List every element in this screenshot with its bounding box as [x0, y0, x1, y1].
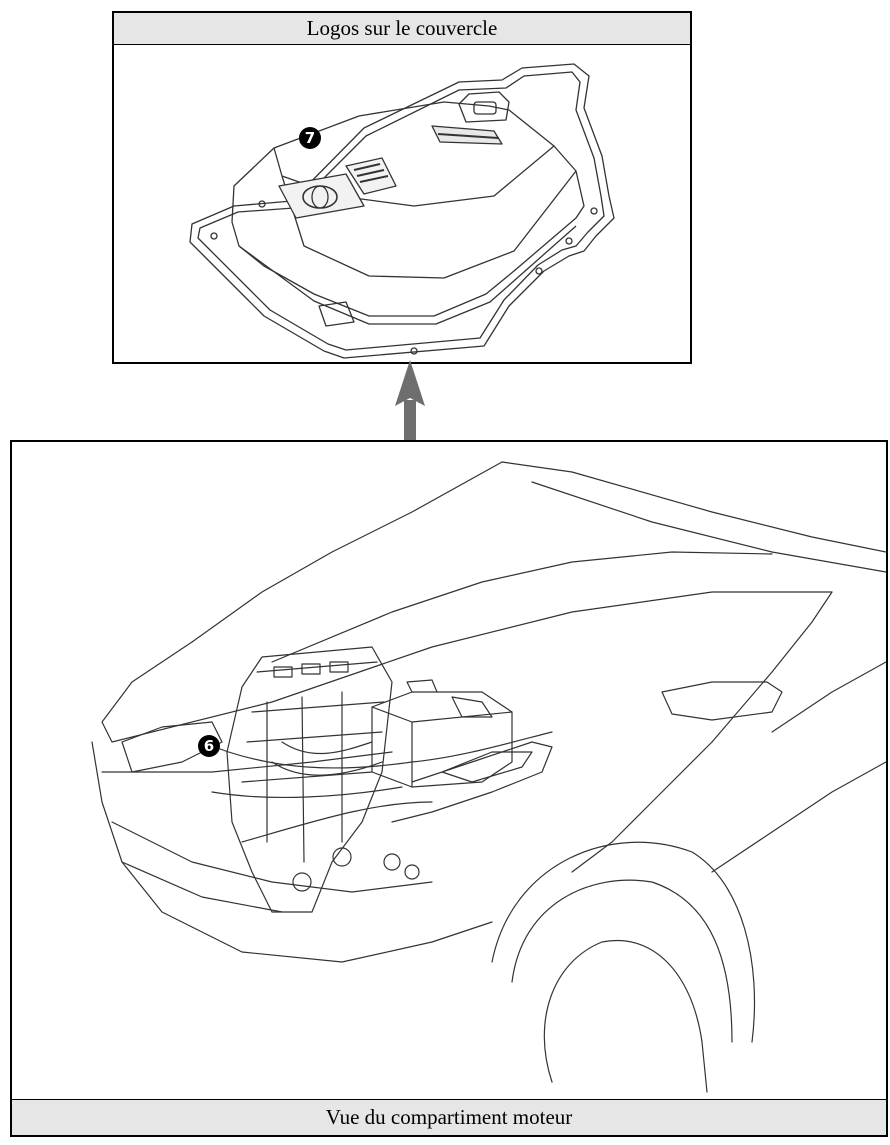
engine-assembly — [226, 646, 420, 913]
engine-panel-title: Vue du compartiment moteur — [12, 1099, 886, 1135]
logo-plate-left — [278, 173, 365, 219]
callout-number-7: 7 — [299, 127, 321, 149]
car-side-mirror — [661, 681, 783, 721]
car-hood — [101, 591, 833, 743]
inverter-unit — [371, 679, 513, 788]
cover-flange — [189, 63, 615, 359]
car-bumper — [91, 741, 493, 963]
car-headlight — [121, 721, 223, 773]
air-intake-duct — [391, 741, 553, 823]
cover-panel-title: Logos sur le couvercle — [114, 13, 690, 45]
callout-number-6: 6 — [198, 735, 220, 757]
cover-logos-panel: Logos sur le couvercle 7 — [112, 11, 692, 364]
logo-plate-right — [345, 157, 397, 195]
inverter-cover-illustration — [189, 63, 615, 359]
cover-connector — [458, 91, 510, 123]
engine-compartment-panel: 6 Vue du compartiment moteur — [10, 440, 888, 1137]
cover-dome — [231, 101, 585, 317]
car-windshield — [501, 461, 886, 553]
car-engine-illustration — [91, 461, 886, 1093]
car-wheel — [491, 841, 756, 1043]
